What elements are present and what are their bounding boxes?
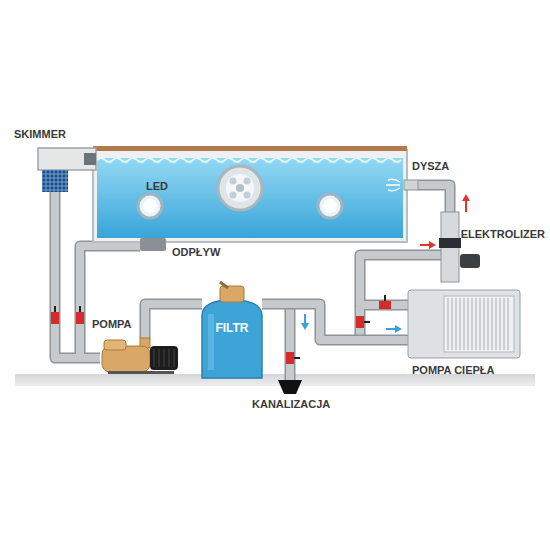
center-jet-part (226, 174, 254, 202)
skimmer-part (84, 153, 96, 165)
valve-part (76, 312, 84, 324)
skimmer-label: SKIMMER (14, 128, 66, 140)
heat-pump: POMPA CIEPŁA (408, 290, 520, 358)
sewer-drain (278, 380, 302, 394)
led-light-part (323, 199, 337, 213)
pool-part (97, 158, 401, 162)
led-light-part (138, 194, 162, 218)
flow-arrow-part (429, 241, 436, 249)
pool (93, 146, 407, 242)
part-label: POMPA CIEPŁA (412, 364, 495, 376)
heat-pump-shape (408, 290, 520, 358)
valve-part (51, 312, 59, 324)
led-light-part (318, 194, 342, 218)
flow-arrow-part (301, 323, 309, 330)
filter-tank: FILTR (198, 282, 266, 378)
part-label: FILTR (198, 322, 266, 335)
nozzle (386, 179, 418, 190)
led-label: LED (146, 180, 168, 192)
flow-arrow-part (386, 328, 396, 330)
flow-arrow-part (420, 244, 430, 246)
valve-part (286, 352, 294, 364)
pump-shape (100, 338, 180, 374)
valve-part (356, 316, 364, 328)
center-jet-part (244, 192, 251, 199)
center-jet (218, 166, 262, 210)
center-jet-part (236, 184, 244, 192)
electrolyzer (439, 212, 480, 282)
flow-arrow-part (304, 314, 306, 324)
pipe-outline (262, 304, 408, 340)
electrolyzer-label: ELEKTROLIZER (461, 228, 545, 240)
part-label: POMPA (92, 318, 132, 330)
drain-label: ODPŁYW (172, 246, 220, 258)
skimmer-part (42, 170, 68, 192)
electrolyzer-part (460, 254, 480, 268)
flow-arrow-part (395, 325, 402, 333)
flow-arrow-part (465, 200, 467, 212)
floor-drain (140, 238, 166, 251)
pump: POMPA (100, 338, 180, 374)
skimmer-part (38, 148, 96, 170)
center-jet-part (230, 178, 237, 185)
flow-arrow-part (462, 194, 470, 201)
pipe-connector (145, 304, 202, 338)
led-light-part (143, 199, 157, 213)
electrolyzer-part (439, 238, 461, 248)
center-jet-part (218, 166, 262, 210)
valve-part (379, 301, 391, 309)
pool-part (93, 150, 407, 242)
nozzle-part (386, 179, 400, 190)
pipe-outline (145, 304, 202, 338)
skimmer (38, 148, 96, 192)
nozzle-part (404, 180, 418, 190)
sewer-label: KANALIZACJA (252, 398, 330, 410)
center-jet-part (230, 192, 237, 199)
pipe-connector (262, 304, 408, 340)
center-jet-part (244, 178, 251, 185)
pool-part (97, 158, 403, 238)
skimmer-part (42, 170, 68, 192)
pool-part (93, 146, 407, 151)
nozzle-label: DYSZA (412, 160, 449, 172)
